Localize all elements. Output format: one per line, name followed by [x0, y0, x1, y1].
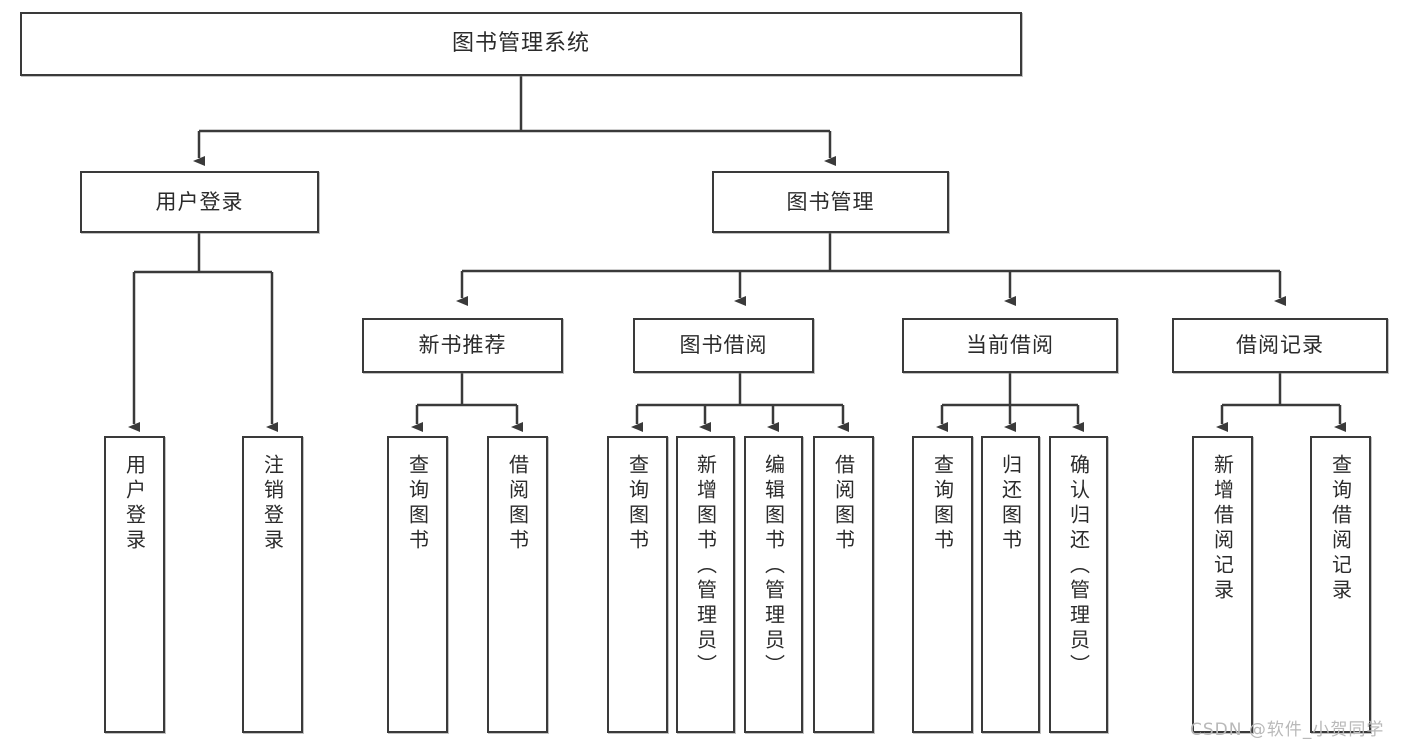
node-label: 注销登录	[260, 454, 285, 554]
leaf-add-borrow-record[interactable]: 新增借阅记录	[1192, 436, 1253, 733]
node-label: 用户登录	[122, 454, 147, 554]
leaf-edit-book-admin[interactable]: 编辑图书（管理员）	[744, 436, 803, 733]
node-label: 当前借阅	[966, 333, 1054, 358]
node-label: 用户登录	[155, 189, 244, 214]
node-label: 图书管理系统	[451, 31, 590, 57]
leaf-query-book-current[interactable]: 查询图书	[912, 436, 973, 733]
node-label: 借阅记录	[1236, 333, 1324, 358]
leaf-return-book[interactable]: 归还图书	[981, 436, 1040, 733]
node-label: 新书推荐	[418, 333, 507, 358]
leaf-user-login[interactable]: 用户登录	[104, 436, 165, 733]
node-new-book-recommend[interactable]: 新书推荐	[362, 318, 563, 373]
node-current-borrow[interactable]: 当前借阅	[902, 318, 1118, 373]
node-label: 查询图书	[405, 454, 430, 554]
leaf-borrow-book[interactable]: 借阅图书	[813, 436, 874, 733]
node-borrow-record[interactable]: 借阅记录	[1172, 318, 1388, 373]
node-label: 编辑图书（管理员）	[761, 454, 786, 679]
node-label: 查询图书	[625, 454, 650, 554]
leaf-logout[interactable]: 注销登录	[242, 436, 303, 733]
node-user-login[interactable]: 用户登录	[80, 171, 319, 233]
leaf-confirm-return-admin[interactable]: 确认归还（管理员）	[1049, 436, 1108, 733]
leaf-query-borrow-record[interactable]: 查询借阅记录	[1310, 436, 1371, 733]
leaf-borrow-book-recommend[interactable]: 借阅图书	[487, 436, 548, 733]
node-label: 确认归还（管理员）	[1066, 454, 1091, 679]
watermark-text: CSDN @软件_小贺同学	[1190, 720, 1385, 740]
node-label: 借阅图书	[831, 454, 856, 554]
node-label: 借阅图书	[505, 454, 530, 554]
node-label: 新增图书（管理员）	[693, 454, 718, 679]
node-root-book-management-system[interactable]: 图书管理系统	[20, 12, 1022, 76]
node-label: 查询图书	[930, 454, 955, 554]
node-label: 归还图书	[998, 454, 1023, 554]
leaf-query-book-recommend[interactable]: 查询图书	[387, 436, 448, 733]
node-label: 查询借阅记录	[1328, 454, 1353, 604]
node-label: 图书管理	[786, 189, 875, 214]
node-label: 新增借阅记录	[1210, 454, 1235, 604]
node-label: 图书借阅	[679, 333, 768, 358]
node-book-borrow[interactable]: 图书借阅	[633, 318, 814, 373]
node-book-management[interactable]: 图书管理	[712, 171, 949, 233]
leaf-add-book-admin[interactable]: 新增图书（管理员）	[676, 436, 735, 733]
leaf-query-book-borrow[interactable]: 查询图书	[607, 436, 668, 733]
